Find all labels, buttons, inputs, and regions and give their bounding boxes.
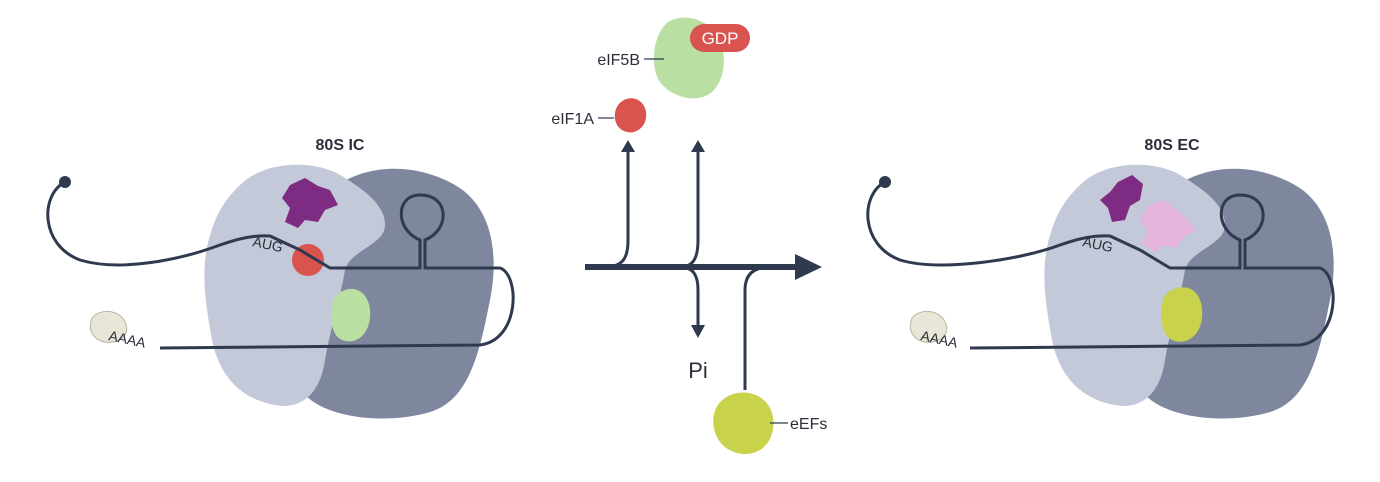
pi-label: Pi (688, 358, 708, 383)
small-subunit (204, 164, 385, 406)
left-complex-title: 80S IC (316, 137, 365, 154)
left-polya-label: AAAA (107, 327, 148, 351)
eefs-shape (713, 392, 774, 455)
main-arrow-head (795, 254, 822, 280)
trna-p-site (1100, 175, 1143, 222)
eif1a-shape (614, 98, 647, 133)
right-complex-title: 80S EC (1144, 137, 1200, 154)
ribosome-80s-ic: AUG AAAA 80S IC (46, 137, 515, 419)
gdp-label: GDP (702, 29, 739, 48)
pi-release-arrow (679, 265, 700, 328)
polya-binding-protein (90, 311, 128, 343)
eif5b-release-arrow (679, 148, 700, 269)
mrna-5prime-cap (879, 176, 891, 188)
eif1a-bound (292, 244, 324, 276)
mrna-strand (46, 180, 515, 350)
eif1a-release-arrowhead (621, 140, 635, 152)
right-codon-label: AUG (1081, 233, 1114, 255)
reaction-arrows (585, 140, 822, 390)
ribosome-80s-ec: AUG AAAA 80S EC (866, 137, 1335, 419)
polya-binding-protein (910, 311, 948, 343)
eefs-label: eEFs (790, 416, 827, 433)
eif1a-factor: eIF1A (551, 98, 647, 133)
eif5b-factor: GDP eIF5B (597, 17, 750, 99)
eefs-entry-line (743, 265, 771, 390)
eif5b-bound (331, 288, 371, 342)
mrna-strand (866, 180, 1335, 350)
left-codon-label: AUG (251, 233, 284, 255)
eefs-bound (1161, 287, 1203, 342)
eif1a-release-arrow (604, 148, 630, 269)
eif1a-label: eIF1A (551, 111, 594, 128)
eif5b-release-arrowhead (691, 140, 705, 152)
eif5b-label: eIF5B (597, 52, 640, 69)
right-polya-label: AAAA (919, 327, 960, 351)
trna-a-site (1140, 200, 1196, 252)
eefs-factor: eEFs (713, 392, 827, 455)
mrna-5prime-cap (59, 176, 71, 188)
trna-p-site (282, 178, 338, 228)
pi-release-arrowhead (691, 325, 705, 338)
gdp-badge (690, 24, 750, 52)
